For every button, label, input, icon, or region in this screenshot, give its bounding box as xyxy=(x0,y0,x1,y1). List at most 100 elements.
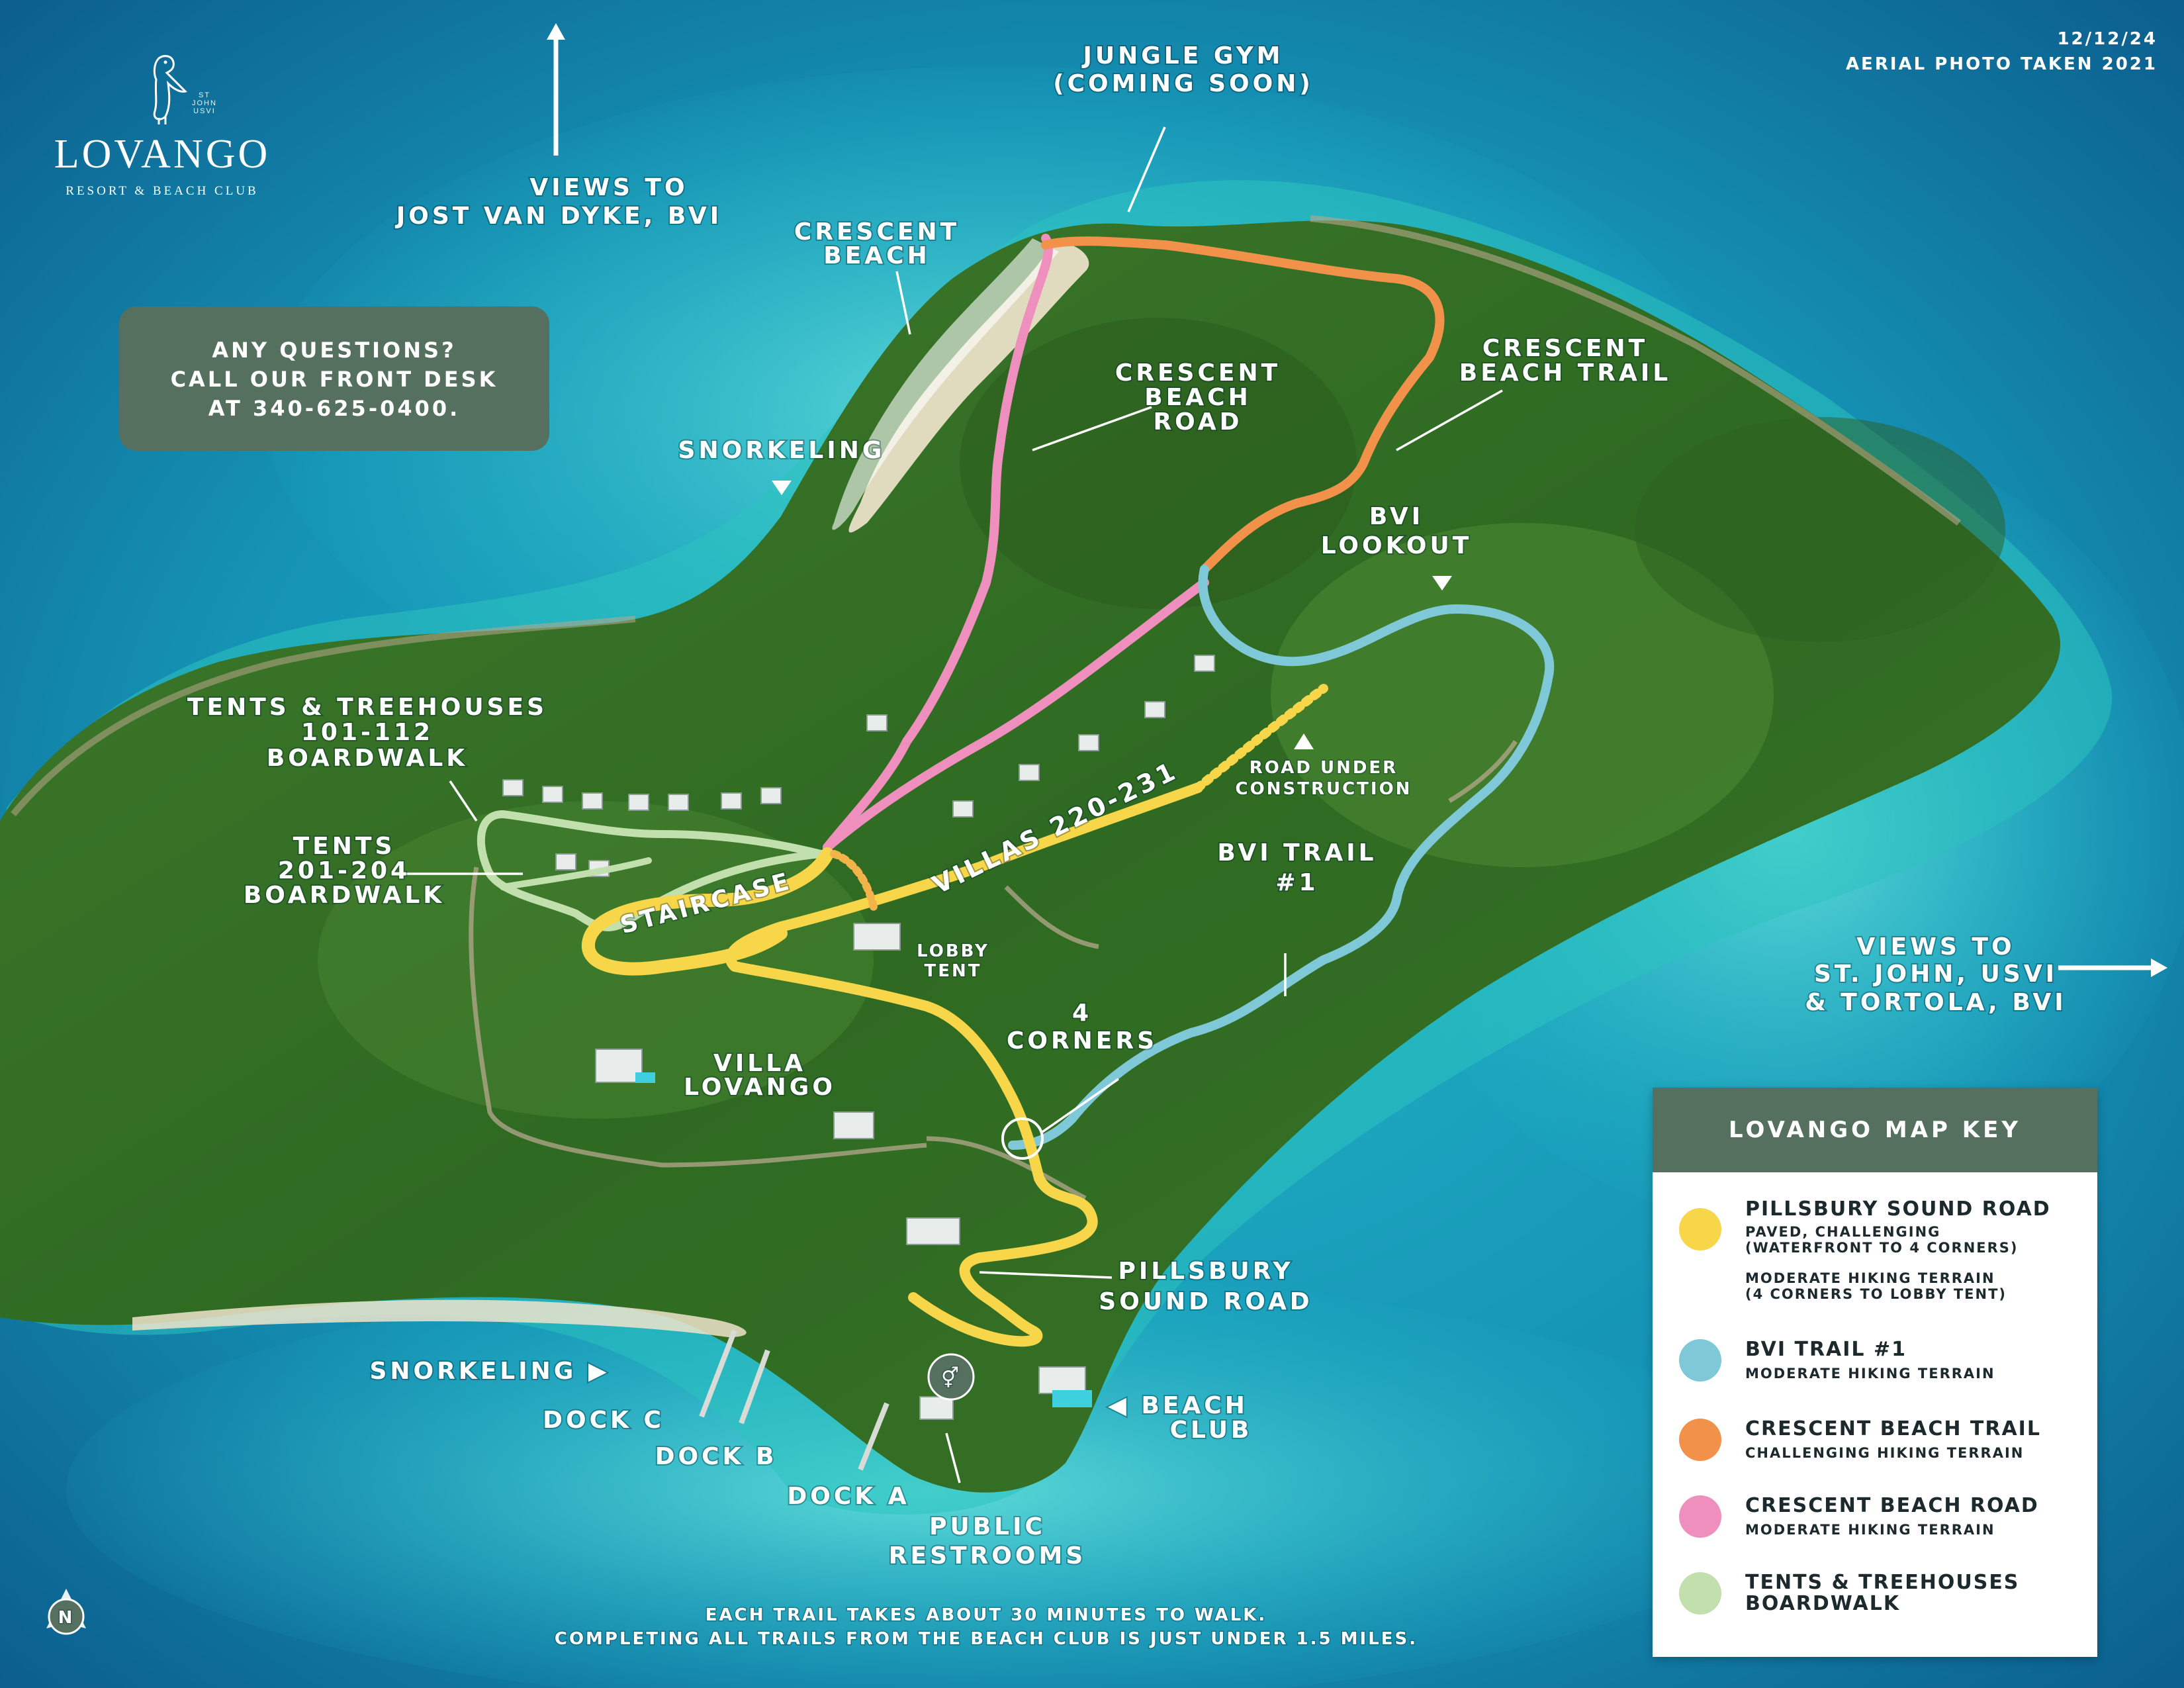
key-title-boardwalk-2: BOARDWALK xyxy=(1745,1592,1901,1615)
dock-b-label: DOCK B xyxy=(655,1443,778,1470)
crescent-beach-line1: CRESCENT xyxy=(794,218,960,246)
key-desc: (WATERFRONT TO 4 CORNERS) xyxy=(1745,1240,2019,1256)
map-key-title: LOVANGO MAP KEY xyxy=(1653,1088,2097,1172)
key-dot-orange xyxy=(1679,1419,1721,1461)
views-east-line2: ST. JOHN, USVI xyxy=(1814,961,2058,988)
beach-club-pool xyxy=(1052,1390,1092,1407)
trail-crescent-beach-road xyxy=(823,234,1209,852)
map-key: LOVANGO MAP KEY PILLSBURY SOUND ROAD PAV… xyxy=(1653,1088,2097,1657)
key-dot-yellow xyxy=(1679,1208,1721,1250)
restroom-icon xyxy=(927,1353,975,1401)
snorkeling-south-label: SNORKELING ▶ xyxy=(369,1358,610,1385)
tents-201-line1: TENTS xyxy=(293,833,396,860)
construction-marker xyxy=(1294,733,1314,749)
lobby-tent-line2: TENT xyxy=(925,961,982,981)
restrooms-line1: PUBLIC xyxy=(929,1513,1046,1540)
pillsbury-line1: PILLSBURY xyxy=(1118,1258,1293,1285)
crescent-beach-surf xyxy=(832,238,1059,530)
crescent-road-line1: CRESCENT xyxy=(1115,359,1281,387)
compass-north-marker xyxy=(46,1589,86,1635)
key-desc: CHALLENGING HIKING TERRAIN xyxy=(1745,1445,2025,1461)
pelican-icon xyxy=(153,55,187,124)
rocky-shore xyxy=(11,616,636,817)
crescent-trail-line1: CRESCENT xyxy=(1482,335,1648,362)
trail-crescent-beach xyxy=(1041,236,1445,574)
dock-a-label: DOCK A xyxy=(787,1483,909,1510)
key-title-crescent-trail: CRESCENT BEACH TRAIL xyxy=(1745,1417,2041,1440)
key-desc: PAVED, CHALLENGING xyxy=(1745,1224,1941,1240)
villa-lovango-line2: LOVANGO xyxy=(684,1074,836,1101)
views-north-line2: JOST VAN DYKE, BVI xyxy=(394,203,722,230)
logo-subtitle: RESORT & BEACH CLUB xyxy=(66,184,259,198)
snorkeling-north-label: SNORKELING xyxy=(678,437,886,464)
date-stamp: 12/12/24 AERIAL PHOTO TAKEN 2021 xyxy=(1760,26,2158,77)
key-title-crescent-road: CRESCENT BEACH ROAD xyxy=(1745,1494,2039,1517)
key-desc: MODERATE HIKING TERRAIN xyxy=(1745,1366,1995,1382)
compass-n-label: N xyxy=(58,1608,75,1628)
villa-pool xyxy=(635,1072,655,1083)
road-construction-line1: ROAD UNDER xyxy=(1250,758,1398,778)
key-title-bvi: BVI TRAIL #1 xyxy=(1745,1338,1907,1361)
lobby-tent-line1: LOBBY xyxy=(917,941,989,961)
docks xyxy=(699,1329,889,1471)
tents-treehouses-line1: TENTS & TREEHOUSES xyxy=(187,694,547,721)
tents-201-line2: 201-204 xyxy=(278,857,410,884)
key-dot-green xyxy=(1679,1572,1721,1615)
key-desc: MODERATE HIKING TERRAIN xyxy=(1745,1522,1995,1538)
lovango-logo: ST JOHN USVI LOVANGO RESORT & BEACH CLUB xyxy=(40,53,285,205)
north-arrow-up xyxy=(547,23,565,156)
beach-club-line2: CLUB xyxy=(1170,1417,1253,1444)
bvi-lookout-line2: LOOKOUT xyxy=(1321,532,1473,559)
date-text: 12/12/24 xyxy=(2057,29,2158,49)
four-corners-line2: CORNERS xyxy=(1007,1027,1158,1055)
pillsbury-line2: SOUND ROAD xyxy=(1099,1288,1312,1315)
snorkeling-marker xyxy=(772,481,792,495)
tents-201-line3: BOARDWALK xyxy=(244,882,445,909)
key-title-pillsbury: PILLSBURY SOUND ROAD xyxy=(1745,1197,2051,1221)
questions-line1: ANY QUESTIONS? xyxy=(212,338,457,363)
key-dot-blue xyxy=(1679,1339,1721,1382)
questions-line3: AT 340-625-0400. xyxy=(208,396,461,421)
vegetation-patch xyxy=(960,318,1357,609)
views-east-line1: VIEWS TO xyxy=(1856,933,2015,961)
key-desc: MODERATE HIKING TERRAIN xyxy=(1745,1270,1995,1286)
bvi-lookout-line1: BVI xyxy=(1369,503,1424,530)
lookout-marker xyxy=(1432,576,1452,590)
trail-bvi-1 xyxy=(1008,565,1555,1150)
bvi-trail-line1: BVI TRAIL xyxy=(1217,839,1377,867)
crescent-trail-line2: BEACH TRAIL xyxy=(1459,359,1671,387)
key-desc: (4 CORNERS TO LOBBY TENT) xyxy=(1745,1286,2007,1302)
rocky-shore xyxy=(1310,215,1961,526)
footer-line2: COMPLETING ALL TRAILS FROM THE BEACH CLU… xyxy=(555,1629,1418,1649)
jungle-gym-line2: (COMING SOON) xyxy=(1053,70,1314,97)
tents-treehouses-line3: BOARDWALK xyxy=(267,745,468,772)
crescent-beach-line2: BEACH xyxy=(823,242,930,269)
views-east-line3: & TORTOLA, BVI xyxy=(1805,989,2066,1016)
jungle-gym-line1: JUNGLE GYM xyxy=(1081,42,1283,70)
tents-treehouses-line2: 101-112 xyxy=(301,719,433,746)
beach-club-line1: ◀ BEACH xyxy=(1108,1392,1248,1419)
four-corners-line1: 4 xyxy=(1072,1000,1092,1027)
svg-text:⚥: ⚥ xyxy=(941,1366,961,1390)
east-arrow xyxy=(2058,959,2167,977)
bvi-trail-line2: #1 xyxy=(1275,869,1318,896)
four-corners-marker xyxy=(1001,1117,1044,1160)
crescent-road-line3: ROAD xyxy=(1153,408,1242,436)
photo-note: AERIAL PHOTO TAKEN 2021 xyxy=(1845,54,2158,74)
logo-location-tag: ST JOHN USVI xyxy=(192,91,217,115)
road-construction-line2: CONSTRUCTION xyxy=(1236,779,1412,799)
south-beach-sand xyxy=(132,1299,747,1337)
dirt-paths xyxy=(469,740,1518,1201)
questions-line2: CALL OUR FRONT DESK xyxy=(170,367,498,392)
vegetation-patch xyxy=(1635,417,2005,642)
views-north-line1: VIEWS TO xyxy=(529,174,688,201)
restrooms-line2: RESTROOMS xyxy=(889,1542,1086,1570)
villa-lovango-line1: VILLA xyxy=(713,1050,806,1077)
key-dot-pink xyxy=(1679,1495,1721,1538)
footer-line1: EACH TRAIL TAKES ABOUT 30 MINUTES TO WAL… xyxy=(705,1605,1267,1625)
key-title-boardwalk: TENTS & TREEHOUSES xyxy=(1745,1571,2020,1594)
questions-box: ANY QUESTIONS? CALL OUR FRONT DESK AT 34… xyxy=(119,306,549,451)
crescent-road-line2: BEACH xyxy=(1144,384,1251,411)
trail-pillsbury-sound-road xyxy=(581,684,1328,1347)
